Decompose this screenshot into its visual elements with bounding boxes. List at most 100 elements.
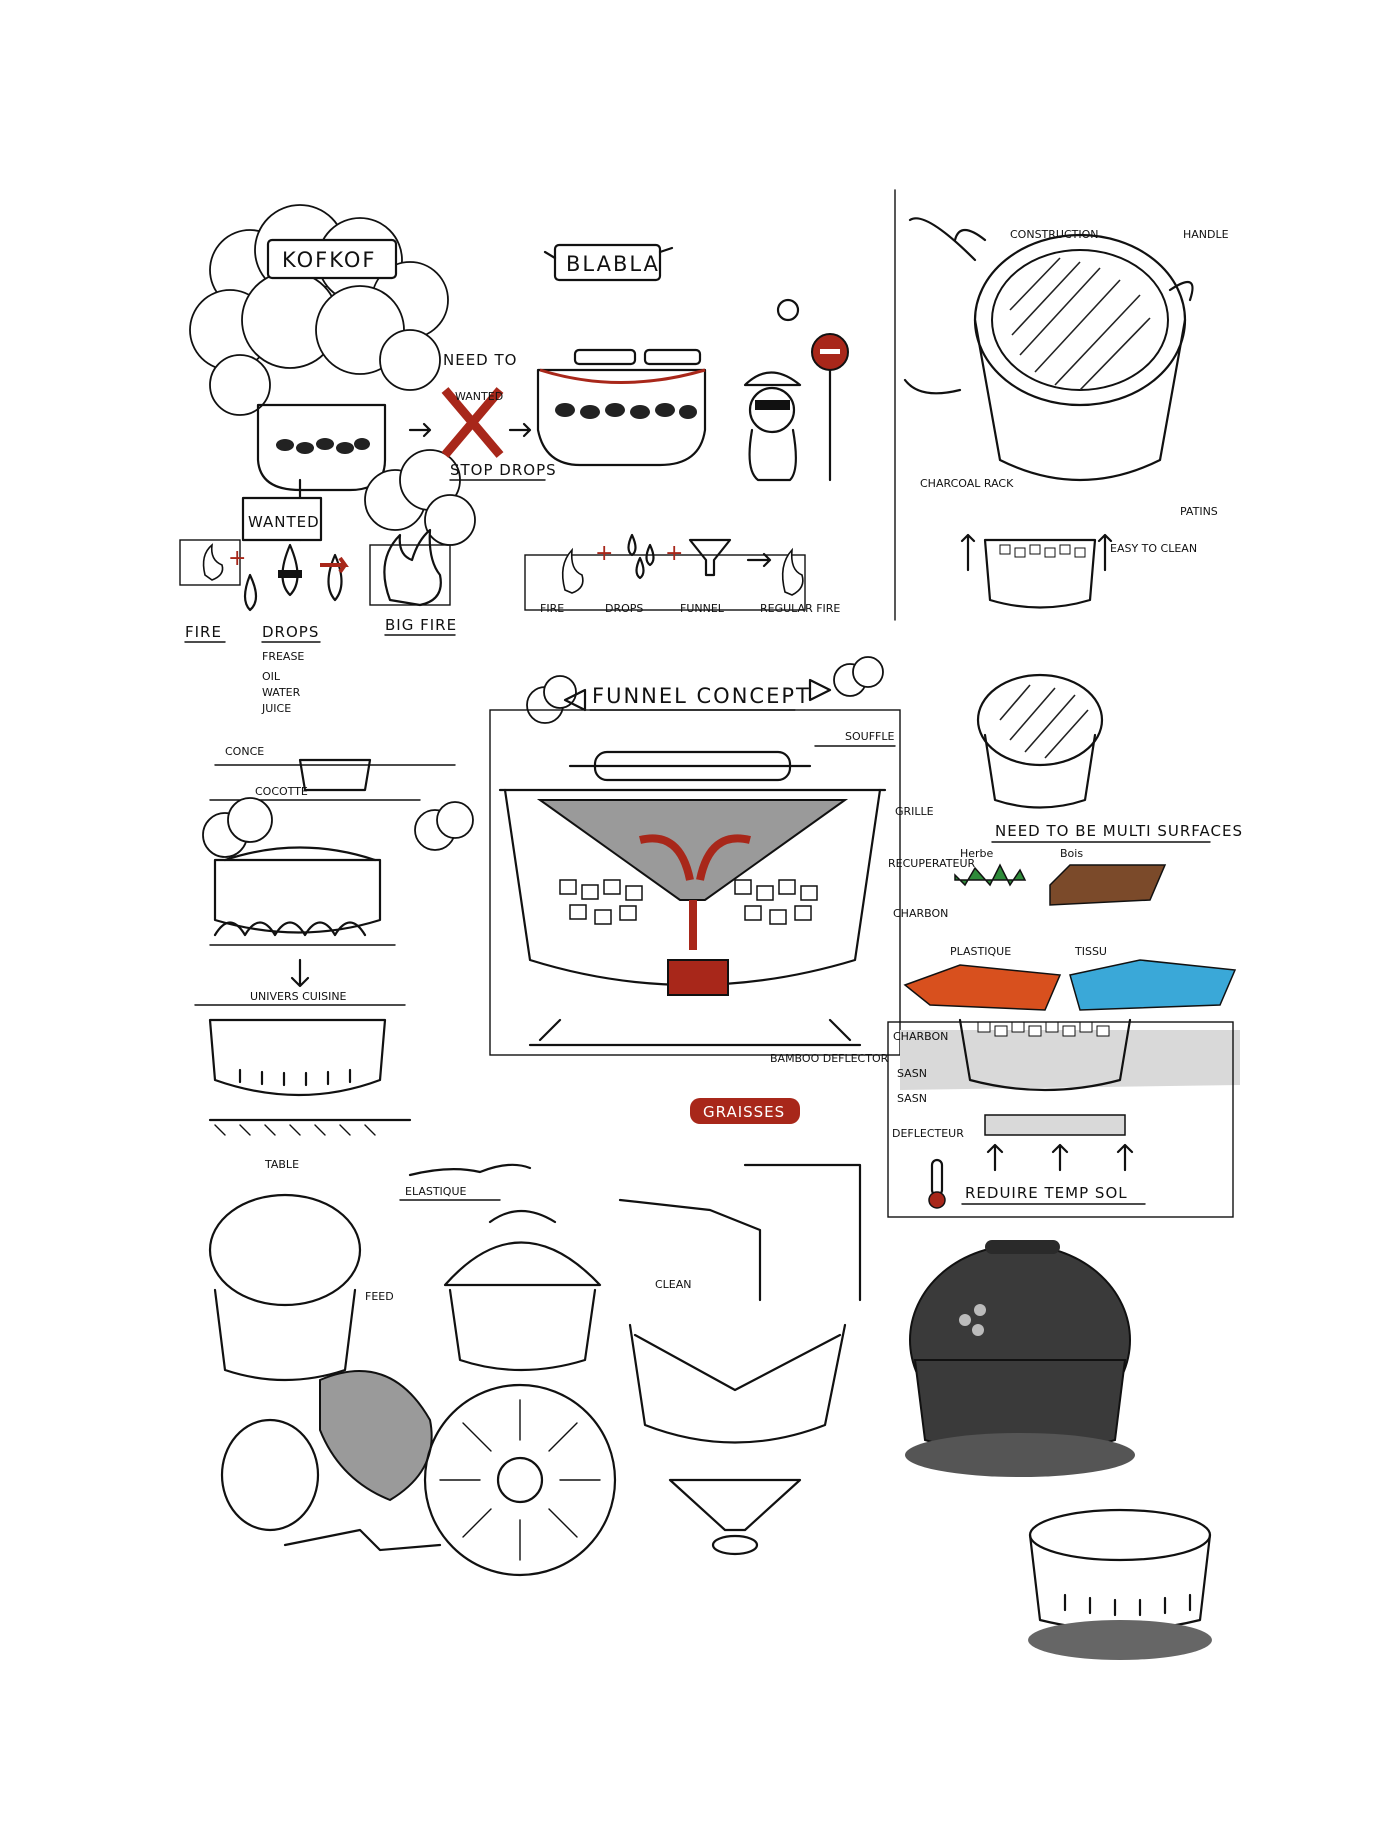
drops-list: FREASE OIL WATER JUICE — [261, 650, 304, 715]
clean-detail-frame — [743, 1163, 862, 1302]
label-easy-to-clean: EASY TO CLEAN — [1110, 542, 1197, 555]
grill-grate — [991, 249, 1169, 391]
heat-arrows-icon — [986, 1143, 1134, 1172]
label-table: TABLE — [264, 1158, 299, 1171]
surface-bois: Bois — [1060, 847, 1083, 860]
red-flow-arrow-right — [696, 834, 751, 881]
fire-icon — [202, 543, 224, 581]
cocotte-pot — [213, 858, 382, 934]
fabric-surface — [1069, 959, 1237, 1011]
layer-charbon: CHARBON — [893, 1030, 948, 1043]
surface-pot — [958, 1018, 1132, 1092]
label-patins: PATINS — [1180, 505, 1218, 518]
pot-handles — [953, 228, 1194, 302]
blabla-bubble: BLABLA — [543, 243, 674, 282]
panel-multi-surfaces: NEED TO BE MULTI SURFACES Herbe Bois PLA… — [887, 673, 1243, 1218]
render-white-rim — [1028, 1508, 1212, 1562]
label-souffle: SOUFFLE — [845, 730, 894, 743]
funnel-shape — [536, 799, 849, 901]
exploded-bowl-gray — [319, 1370, 433, 1502]
label-bamboo-deflector: BAMBOO DEFLECTOR — [770, 1052, 889, 1065]
charcoal-pile — [276, 438, 370, 454]
vent-disc-slots — [439, 1399, 601, 1561]
rack-pot — [983, 538, 1097, 609]
flow-regular-fire-icon — [781, 547, 804, 596]
dotted-bbq-body — [213, 1288, 357, 1382]
grate-hatch — [1009, 257, 1151, 391]
graisses-text: GRAISSES — [703, 1103, 785, 1121]
red-cross-icon — [441, 387, 504, 458]
drops-item-frease: FREASE — [262, 650, 304, 663]
big-fire-icon — [364, 449, 476, 607]
label-clean: CLEAN — [655, 1278, 692, 1291]
elastic-cord — [408, 1163, 532, 1177]
bbq-pot-outline — [256, 403, 387, 492]
label-big-fire: BIG FIRE — [385, 616, 457, 634]
funnel-icon — [688, 538, 732, 577]
render-white-pot — [1028, 1533, 1212, 1632]
panel-cocotte: CONCE COCOTTE UNIVERS CUISINE TABLE — [194, 745, 474, 1171]
surface-tissu: TISSU — [1074, 945, 1107, 958]
stand-piece — [283, 1528, 442, 1552]
grass-surface — [954, 863, 1027, 887]
reduire-temp-sol: REDUIRE TEMP SOL — [965, 1184, 1128, 1202]
panel-smoke-problem: KOFKOF + WANTED — [179, 204, 476, 715]
cocotte-lid — [223, 846, 377, 862]
charcoal-row — [555, 403, 697, 419]
label-univers-cuisine: UNIVERS CUISINE — [250, 990, 347, 1003]
arrow-right-icon-2 — [508, 422, 532, 438]
render-dark-shadow — [905, 1433, 1135, 1477]
bowl-base — [528, 1018, 862, 1047]
skewer-2 — [643, 348, 702, 366]
top-grill — [976, 673, 1104, 767]
red-flow-arrow-left — [639, 834, 694, 881]
clean-detail — [618, 1198, 762, 1302]
blabla-text: BLABLA — [566, 252, 660, 276]
drops-item-juice: JUICE — [261, 702, 291, 715]
vent-disc — [423, 1383, 617, 1577]
exploded-lid — [220, 1418, 320, 1532]
top-grill-hatch — [999, 684, 1089, 759]
render-vent-holes — [959, 1304, 986, 1336]
multi-surfaces-title: NEED TO BE MULTI SURFACES — [995, 822, 1243, 840]
stand-legs — [903, 217, 977, 395]
surface-plastique: PLASTIQUE — [950, 945, 1011, 958]
plastic-surface — [903, 964, 1062, 1011]
wanted-text: WANTED — [248, 513, 320, 531]
layer-deflecteur: DEFLECTEUR — [892, 1127, 964, 1140]
up-arrows-icon — [960, 533, 1113, 572]
flow-label-funnel: FUNNEL — [680, 602, 725, 615]
flow-arrow-icon — [746, 552, 772, 568]
label-charbon: CHARBON — [893, 907, 948, 920]
drops-item-water: WATER — [262, 686, 301, 699]
wanted-poster — [241, 496, 323, 542]
vent-holes — [238, 1068, 352, 1087]
pot-body — [973, 318, 1187, 482]
label-construction: CONSTRUCTION — [1010, 228, 1099, 241]
label-feed: FEED — [365, 1290, 394, 1303]
lightbulb-icon — [776, 298, 800, 322]
skewer — [573, 348, 637, 366]
smoke-cloud — [189, 204, 449, 416]
grill-body — [536, 368, 707, 467]
dotted-lid — [208, 1193, 362, 1307]
flow-label-fire: FIRE — [540, 602, 564, 615]
kofkof-text: KOFKOF — [282, 248, 376, 272]
title-arrows-icon — [563, 678, 832, 712]
stop-drops-text: STOP DROPS — [450, 461, 557, 479]
panel-construction: CONSTRUCTION HANDLE CHARCOAL RACK EASY T… — [894, 189, 1229, 621]
label-drops: DROPS — [262, 623, 319, 641]
layer-sasn-1: SASN — [897, 1067, 927, 1080]
flow-drops-icon — [627, 533, 655, 580]
surface-pot-charcoal — [977, 1021, 1110, 1037]
drip-line-red — [539, 368, 706, 384]
charcoal-cubes — [559, 879, 818, 925]
funnel-piece — [668, 1478, 802, 1532]
label-elastique: ELASTIQUE — [405, 1185, 467, 1198]
fire-box — [179, 539, 241, 586]
surface-herbe: Herbe — [960, 847, 994, 860]
label-handle: HANDLE — [1183, 228, 1229, 241]
grease-cup — [667, 959, 729, 996]
